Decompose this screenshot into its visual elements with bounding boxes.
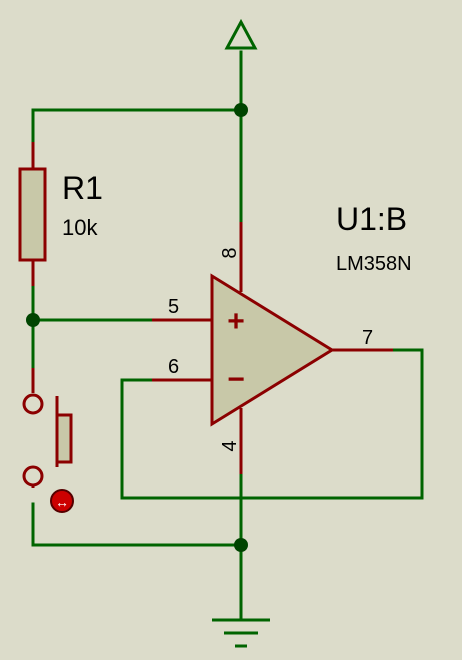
opamp-ref-label: U1:B [336,201,407,237]
junctions [26,103,248,552]
wires [31,50,424,620]
junction-dot [234,538,248,552]
resistor-ref-label: R1 [62,170,103,206]
pin-label-4: 4 [219,440,241,451]
switch-actuator [55,413,73,464]
pin-label-8: 8 [219,247,241,258]
pin-label-6: 6 [168,356,179,378]
junction-dot [26,313,40,327]
probe-glyph: ↔ [55,494,69,510]
pin-label-7: 7 [362,327,373,349]
power-terminal-icon[interactable] [224,18,258,50]
opamp-plus-sign: + [227,305,245,338]
ground-icon[interactable] [212,618,270,648]
opamp-minus-sign: − [227,363,245,396]
resistor-r1[interactable] [18,142,47,286]
resistor-value-label: 10k [62,215,98,240]
logic-probe-icon[interactable]: ↔ [50,489,74,513]
pushbutton-switch-icon[interactable] [22,368,73,488]
opamp-body [210,273,335,427]
junction-dot [234,103,248,117]
pin-label-5: 5 [168,296,179,318]
opamp-u1b[interactable]: + − [152,222,393,474]
opamp-part-label: LM358N [336,253,412,275]
resistor-body [18,167,47,262]
